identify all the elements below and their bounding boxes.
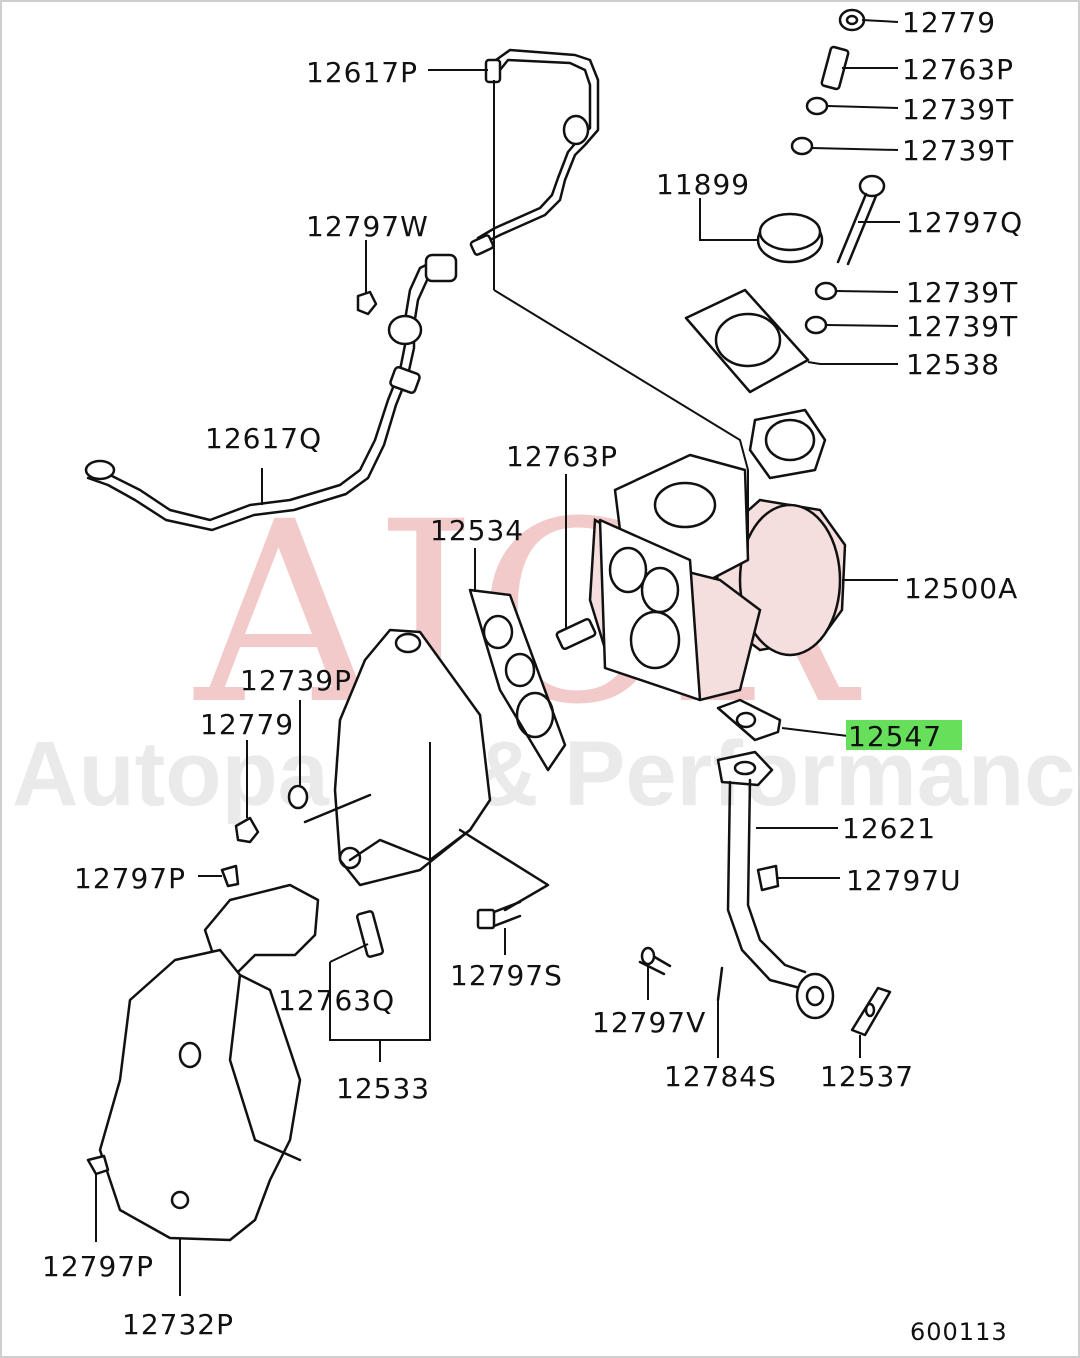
callout-12547: 12547: [848, 720, 942, 753]
callout-12538: 12538: [906, 348, 1000, 381]
callout-12533: 12533: [336, 1072, 430, 1105]
callout-12797P-lower: 12797P: [42, 1250, 154, 1283]
top-right-hardware: [790, 8, 886, 335]
heat-shield: [98, 883, 320, 1242]
callout-12617Q: 12617Q: [205, 422, 322, 455]
stud-12763Q: [356, 910, 384, 958]
callout-12732P: 12732P: [122, 1308, 234, 1341]
bolt-12797U: [756, 864, 780, 892]
callout-12763P-top: 12763P: [902, 53, 1014, 86]
gasket-12538: [684, 288, 810, 394]
callout-12534: 12534: [430, 514, 524, 547]
highlight-marker: [846, 720, 962, 750]
callout-12739T-1: 12739T: [902, 93, 1014, 126]
callout-12763P-mid: 12763P: [506, 440, 618, 473]
oil-return-pipe: [84, 253, 458, 532]
drain-pipe-12621: [716, 750, 835, 1020]
seal-ring: [756, 212, 824, 264]
callout-12621: 12621: [842, 812, 936, 845]
nuts-left: [220, 784, 309, 888]
bolt-12797P-lower: [86, 1154, 110, 1176]
callout-12797S: 12797S: [450, 959, 563, 992]
callout-12739T-2: 12739T: [902, 134, 1014, 167]
callout-12739T-3: 12739T: [906, 276, 1018, 309]
callout-12500A: 12500A: [904, 572, 1018, 605]
callout-12739T-4: 12739T: [906, 310, 1018, 343]
callout-12797V: 12797V: [592, 1006, 706, 1039]
callout-12537: 12537: [820, 1060, 914, 1093]
oil-feed-pipe: [469, 48, 600, 256]
callout-12797U: 12797U: [846, 864, 962, 897]
callout-12797Q: 12797Q: [906, 206, 1023, 239]
gasket-12547: [716, 698, 782, 742]
gasket-12537: [850, 986, 892, 1037]
callout-12779-top: 12779: [902, 6, 996, 39]
bolt-12797W: [356, 290, 378, 316]
clip-12784S: [716, 966, 724, 1002]
leader-lines: [95, 19, 900, 1296]
gasket-12534: [468, 588, 567, 772]
bolt-12797V: [638, 946, 672, 976]
exhaust-elbow: [303, 628, 550, 912]
callout-12617P: 12617P: [306, 56, 418, 89]
callout-12779-left: 12779: [200, 708, 294, 741]
stud-12763P: [555, 617, 597, 651]
callout-12784S: 12784S: [664, 1060, 777, 1093]
diagram-reference-code: 600113: [910, 1318, 1008, 1346]
callout-12797W: 12797W: [306, 210, 429, 243]
callout-11899: 11899: [656, 168, 750, 201]
callout-12797P-upper: 12797P: [74, 862, 186, 895]
bolt-12797S: [476, 900, 522, 930]
turbocharger: [588, 408, 847, 702]
callout-12739P: 12739P: [240, 664, 352, 697]
callout-12763Q: 12763Q: [278, 984, 395, 1017]
